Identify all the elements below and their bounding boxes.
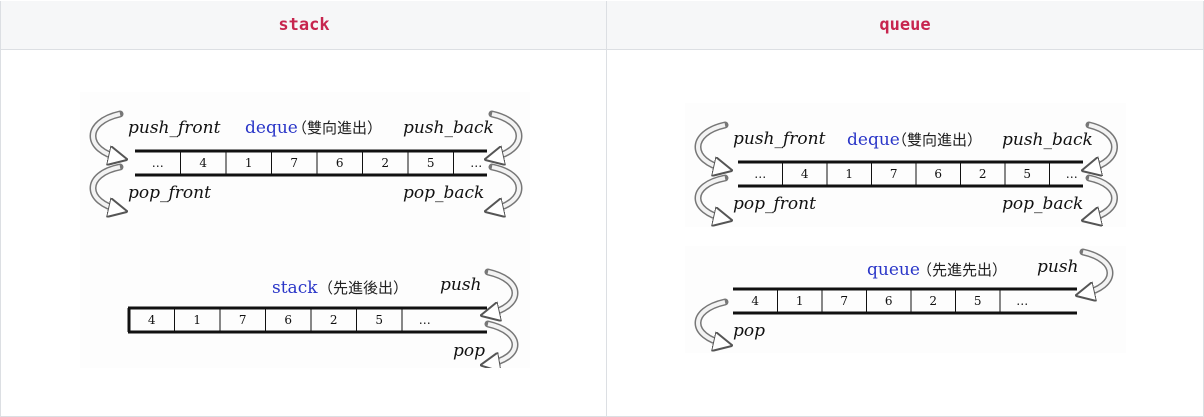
deque2-title: deque xyxy=(847,130,900,150)
queue-svg: queue （先進先出） push 4 1 7 6 2 5 … pop xyxy=(694,248,1114,353)
stack-diagram-svg: push_front deque （雙向進出） push_back … 4 1 7 6 2… xyxy=(89,110,523,368)
header-queue: queue xyxy=(607,1,1203,50)
queue-bar: 4 1 7 6 2 5 … xyxy=(733,287,1077,315)
deque-cell: 6 xyxy=(336,156,344,170)
deque-pop-back-label: pop_back xyxy=(403,183,484,203)
deque-pop-front-label: pop_front xyxy=(128,183,211,203)
deque-cell: 5 xyxy=(427,156,435,170)
header-queue-label: queue xyxy=(879,15,931,35)
deque2-pop-front-label: pop_front xyxy=(733,194,816,214)
stack-pop-label: pop xyxy=(453,341,485,361)
deque-title-cjk: （雙向進出） xyxy=(292,119,382,137)
header-stack: stack xyxy=(1,1,607,50)
queue-diagram: queue （先進先出） push 4 1 7 6 2 5 … pop xyxy=(685,246,1126,353)
stack-cell: 1 xyxy=(193,313,201,327)
deque-cell: 2 xyxy=(381,156,389,170)
deque2-cell: … xyxy=(1066,167,1078,181)
queue-deque-diagram: push_front deque （雙向進出） push_back … 4 1 7 6 2… xyxy=(685,103,1126,227)
queue-cell: 1 xyxy=(796,294,804,308)
deque2-cell: 1 xyxy=(845,167,853,181)
header-stack-label: stack xyxy=(278,15,330,35)
deque-push-back-label: push_back xyxy=(403,118,494,138)
deque2-cell: 5 xyxy=(1023,167,1031,181)
queue-cell: 7 xyxy=(840,294,848,308)
stack-cell: 5 xyxy=(375,313,383,327)
deque-bar: … 4 1 7 6 2 5 … xyxy=(135,149,487,177)
deque2-pop-back-label: pop_back xyxy=(1002,194,1083,214)
stack-cell: 7 xyxy=(239,313,247,327)
deque-cell: … xyxy=(470,156,482,170)
stack-diagram: push_front deque （雙向進出） push_back … 4 1 7 6 2… xyxy=(80,92,530,368)
deque-push-front-label: push_front xyxy=(128,118,221,138)
queue-cell: … xyxy=(1016,294,1028,308)
queue-cell: 6 xyxy=(885,294,893,308)
deque2-bar: … 4 1 7 6 2 5 … xyxy=(738,160,1083,188)
stack-cell: … xyxy=(419,313,431,327)
deque2-title-cjk: （雙向進出） xyxy=(892,131,982,149)
queue-deque-svg: push_front deque （雙向進出） push_back … 4 1 7 6 2… xyxy=(694,121,1118,227)
deque2-cell: 6 xyxy=(934,167,942,181)
deque2-cell: 2 xyxy=(979,167,987,181)
queue-cell: 4 xyxy=(751,294,759,308)
queue-title: queue xyxy=(867,260,920,280)
stack-bar: 4 1 7 6 2 5 … xyxy=(127,306,487,334)
stack-title: stack xyxy=(272,278,318,298)
deque-title: deque xyxy=(245,118,298,138)
queue-title-cjk: （先進先出） xyxy=(917,261,1007,279)
queue-cell: 2 xyxy=(929,294,937,308)
deque2-push-back-label: push_back xyxy=(1002,130,1093,150)
deque-cell: 1 xyxy=(245,156,253,170)
queue-pop-label: pop xyxy=(733,321,765,341)
column-divider xyxy=(606,1,607,417)
stack-cell: 2 xyxy=(330,313,338,327)
stack-cell: 6 xyxy=(284,313,292,327)
queue-cell: 5 xyxy=(974,294,982,308)
deque2-cell: 4 xyxy=(801,167,809,181)
stack-title-cjk: （先進後出） xyxy=(318,279,408,297)
deque-cell: … xyxy=(152,156,164,170)
deque2-cell: … xyxy=(754,167,766,181)
deque2-cell: 7 xyxy=(890,167,898,181)
stack-push-label: push xyxy=(440,275,482,295)
queue-push-label: push xyxy=(1037,257,1079,277)
deque-cell: 7 xyxy=(290,156,298,170)
deque-cell: 4 xyxy=(199,156,207,170)
deque2-push-front-label: push_front xyxy=(733,129,826,149)
stack-cell: 4 xyxy=(148,313,156,327)
